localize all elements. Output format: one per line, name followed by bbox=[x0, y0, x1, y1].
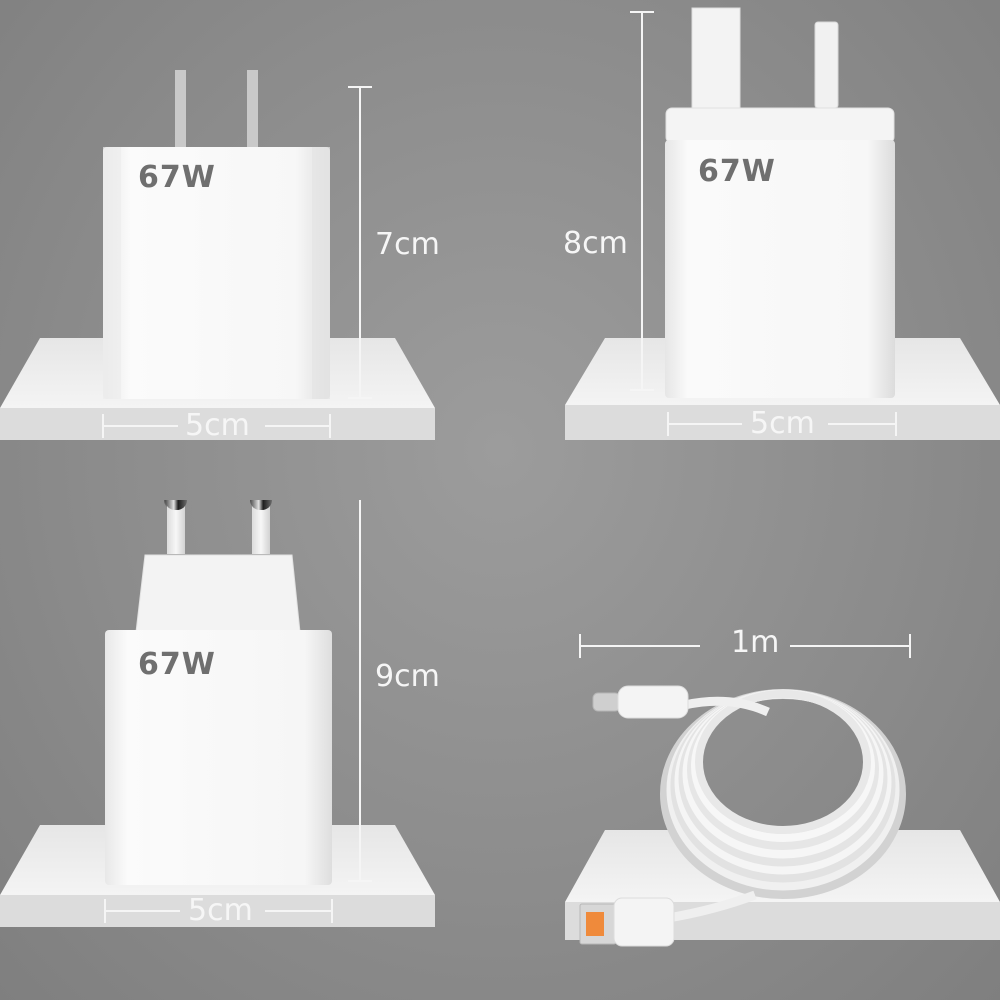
panel-uk-charger: 67W 8cm 5cm bbox=[500, 0, 1000, 500]
live-pin bbox=[814, 21, 839, 109]
cable-illustration bbox=[565, 634, 1000, 947]
cable-bottom-lead bbox=[667, 890, 757, 923]
plug-base bbox=[135, 554, 301, 633]
cable-top-lead bbox=[684, 696, 770, 717]
height-label: 9cm bbox=[375, 659, 440, 694]
usb-a-connector bbox=[579, 897, 675, 947]
cable-coil bbox=[660, 689, 906, 899]
width-label: 5cm bbox=[750, 406, 815, 441]
usb-c-connector bbox=[592, 685, 689, 719]
prong-right bbox=[247, 70, 258, 148]
pin-right-tip-metal bbox=[250, 500, 272, 510]
wattage-label: 67W bbox=[138, 647, 216, 682]
shelf-front bbox=[0, 895, 435, 927]
panel-cable: 1m bbox=[500, 500, 1000, 1000]
charger-body bbox=[665, 140, 895, 398]
width-label: 5cm bbox=[188, 893, 253, 928]
length-label: 1m bbox=[731, 625, 780, 660]
pin-left-stem bbox=[167, 502, 185, 554]
plug-cap bbox=[665, 107, 895, 144]
prong-left bbox=[175, 70, 186, 148]
height-label: 7cm bbox=[375, 227, 440, 262]
earth-pin bbox=[691, 7, 741, 111]
wattage-label: 67W bbox=[138, 160, 216, 195]
panel-us-charger: 67W 7cm 5cm bbox=[0, 0, 500, 500]
height-label: 8cm bbox=[563, 226, 628, 261]
pin-left-tip-metal bbox=[165, 500, 187, 510]
pin-right-stem bbox=[252, 502, 270, 554]
us-charger-illustration bbox=[0, 70, 435, 440]
shelf-front bbox=[565, 405, 1000, 440]
wattage-label: 67W bbox=[698, 154, 776, 189]
charger-body bbox=[105, 630, 332, 885]
eu-charger-visible-parts bbox=[104, 500, 372, 923]
charger-body bbox=[103, 147, 330, 399]
panel-eu-charger: 67W 9cm 5cm bbox=[0, 500, 500, 1000]
uk-charger-illustration bbox=[565, 7, 1000, 440]
width-label: 5cm bbox=[185, 408, 250, 443]
shelf-front bbox=[0, 408, 435, 440]
